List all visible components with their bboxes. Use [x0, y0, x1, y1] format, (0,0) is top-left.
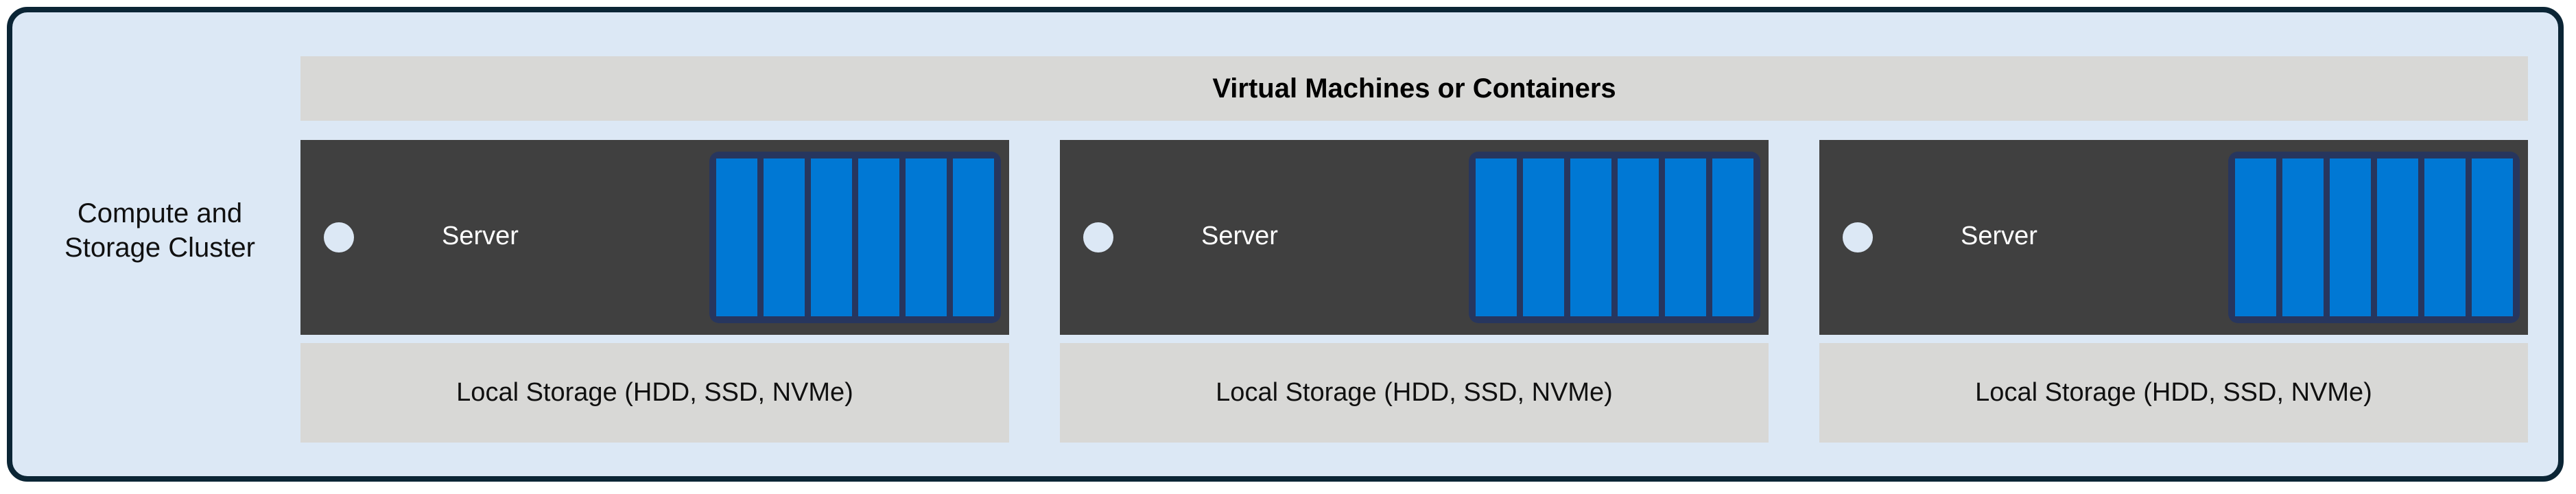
server-column-1: Server Local Storage (HDD, SSD, NVMe): [300, 140, 1009, 443]
drive-icon: [2472, 158, 2513, 316]
local-storage-label-1: Local Storage (HDD, SSD, NVMe): [456, 378, 853, 407]
drive-icon: [1618, 158, 1659, 316]
local-storage-label-3: Local Storage (HDD, SSD, NVMe): [1975, 378, 2372, 407]
drive-icon: [1523, 158, 1564, 316]
drive-icon: [1665, 158, 1706, 316]
virtual-machines-banner-text: Virtual Machines or Containers: [1212, 73, 1616, 104]
status-led-icon: [1083, 222, 1113, 252]
local-storage-label-2: Local Storage (HDD, SSD, NVMe): [1216, 378, 1613, 407]
server-column-2: Server Local Storage (HDD, SSD, NVMe): [1060, 140, 1769, 443]
local-storage-strip-1: Local Storage (HDD, SSD, NVMe): [300, 343, 1009, 443]
server-chassis-2: Server: [1060, 140, 1769, 335]
local-storage-strip-2: Local Storage (HDD, SSD, NVMe): [1060, 343, 1769, 443]
drive-icon: [2330, 158, 2371, 316]
drive-icon: [811, 158, 852, 316]
drive-icon: [906, 158, 947, 316]
drive-icon: [764, 158, 805, 316]
server-column-3: Server Local Storage (HDD, SSD, NVMe): [1819, 140, 2528, 443]
server-label-3: Server: [1961, 221, 2037, 250]
server-columns: Server Local Storage (HDD, SSD, NVMe): [300, 140, 2528, 443]
server-label-1: Server: [442, 221, 519, 250]
drive-icon: [2377, 158, 2418, 316]
drive-icon: [1712, 158, 1753, 316]
drive-icon: [858, 158, 899, 316]
status-led-icon: [1843, 222, 1873, 252]
drive-icon: [716, 158, 757, 316]
status-led-icon: [324, 222, 354, 252]
drive-icon: [2282, 158, 2324, 316]
cluster-label: Compute and Storage Cluster: [64, 198, 255, 263]
drive-icon: [2424, 158, 2466, 316]
drive-icon: [1476, 158, 1517, 316]
compute-storage-cluster-container: Compute and Storage Cluster Virtual Mach…: [7, 7, 2564, 482]
virtual-machines-banner: Virtual Machines or Containers: [300, 56, 2528, 121]
drive-bay-array-2: [1469, 152, 1760, 323]
drive-icon: [2235, 158, 2276, 316]
drive-icon: [953, 158, 994, 316]
server-chassis-1: Server: [300, 140, 1009, 335]
drive-icon: [1570, 158, 1611, 316]
local-storage-strip-3: Local Storage (HDD, SSD, NVMe): [1819, 343, 2528, 443]
drive-bay-array-1: [709, 152, 1001, 323]
server-chassis-3: Server: [1819, 140, 2528, 335]
server-label-2: Server: [1201, 221, 1278, 250]
drive-bay-array-3: [2228, 152, 2520, 323]
